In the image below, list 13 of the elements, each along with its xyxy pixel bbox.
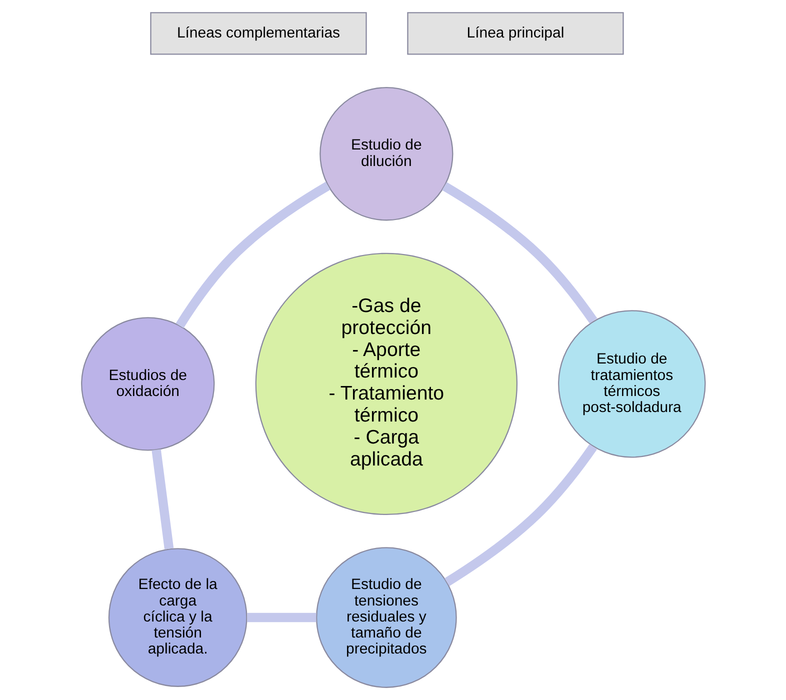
node-circle: Estudios de oxidación [80, 317, 214, 451]
node-circle: Estudio de dilución [319, 87, 453, 221]
node-box: Líneas complementarias [150, 12, 366, 55]
connector [442, 182, 597, 324]
connector [246, 612, 316, 622]
node-circle: Efecto de la carga cíclica y la tensión aplicada. [108, 548, 247, 687]
node-circle: -Gas de protección - Aporte térmico - Tratamiento térmico - Carga aplicada [254, 252, 518, 516]
node-circle: Estudio de tensiones residuales y tamaño de precipitados [315, 547, 456, 688]
connector [175, 182, 330, 328]
node-box: Línea principal [406, 12, 624, 55]
connector [444, 444, 597, 586]
node-circle: Estudio de tratamientos térmicos post-soldadura [558, 310, 706, 458]
connector [151, 449, 174, 550]
